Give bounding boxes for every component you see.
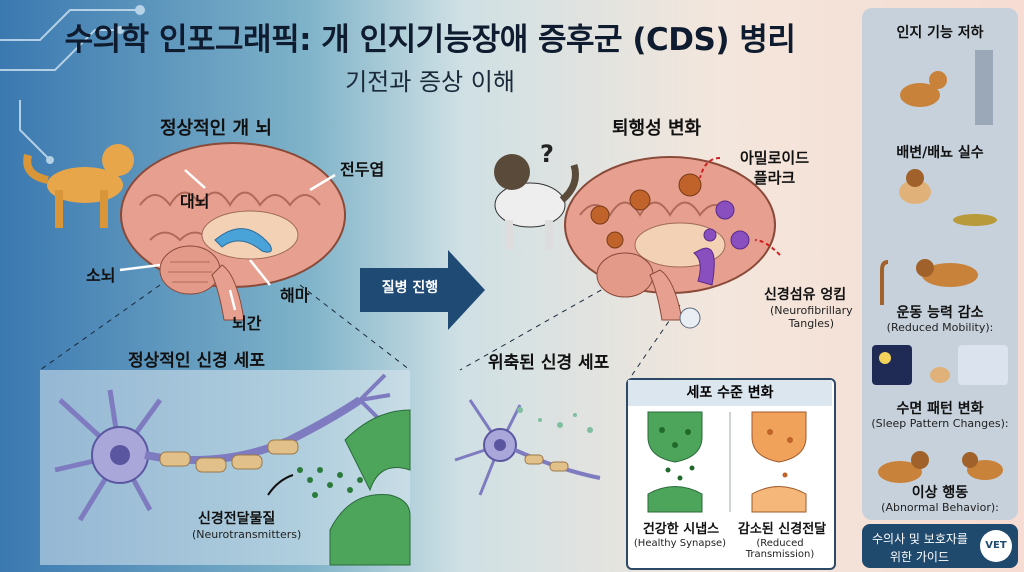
page-title: 수의학 인포그래픽: 개 인지기능장애 증후군 (CDS) 병리 xyxy=(64,22,796,58)
amyloid-plaque-label: 아밀로이드 플라크 xyxy=(740,149,810,187)
label-hippocampus: 해마 xyxy=(280,286,310,305)
degenerative-brain xyxy=(564,156,781,329)
progression-label: 질병 진행 xyxy=(381,280,439,296)
page-subtitle: 기전과 증상 이해 xyxy=(345,68,515,96)
cellular-change-box xyxy=(626,378,836,570)
symptom-sleep-change: 수면 패턴 변화 xyxy=(896,401,984,417)
footer-line-2: 위한 가이드 xyxy=(890,550,950,564)
confused-dog-illustration xyxy=(494,154,579,250)
golden-dog-illustration xyxy=(23,144,134,228)
guide-footer: 수의사 및 보호자를 위한 가이드 VET xyxy=(862,524,1018,568)
atrophied-neuron-heading: 위축된 신경 세포 xyxy=(488,353,610,373)
symptom-abnormal-behavior-en: (Abnormal Behavior): xyxy=(881,501,999,514)
normal-neuron-heading: 정상적인 신경 세포 xyxy=(128,351,265,371)
vet-badge-icon: VET xyxy=(980,530,1012,562)
healthy-synapse-label-en: (Healthy Synapse) xyxy=(633,538,727,549)
progression-arrow xyxy=(360,250,485,330)
question-mark-icon: ? xyxy=(540,140,554,168)
tangles-label: 신경섬유 엉킴 xyxy=(764,287,847,303)
footer-line-1: 수의사 및 보호자를 xyxy=(872,532,968,546)
symptoms-sidebar xyxy=(862,8,1018,520)
neurotransmitters-label-en: (Neurotransmitters) xyxy=(192,528,302,541)
healthy-synapse-label: 건강한 시냅스 xyxy=(642,522,720,537)
normal-brain xyxy=(120,142,346,321)
tangles-label-en: (Neurofibrillary Tangles) xyxy=(770,304,853,330)
label-arrows xyxy=(119,169,336,311)
label-cerebrum: 대뇌 xyxy=(180,192,210,211)
atrophied-neuron xyxy=(454,399,601,496)
green-synapse xyxy=(267,409,411,566)
healthy-neuron xyxy=(54,373,391,522)
symptom-cognitive-decline: 인지 기능 저하 xyxy=(896,25,984,41)
symptom-reduced-mobility-en: (Reduced Mobility): xyxy=(886,321,994,334)
symptom-sleep-change-en: (Sleep Pattern Changes): xyxy=(871,417,1009,430)
reduced-transmission-label-en: (Reduced Transmission) xyxy=(745,538,815,560)
normal-brain-heading: 정상적인 개 뇌 xyxy=(160,118,272,139)
degenerative-heading: 퇴행성 변화 xyxy=(612,118,702,139)
circuit-decoration xyxy=(0,5,145,164)
reduced-transmission-label: 감소된 신경전달 xyxy=(737,522,827,537)
symptom-house-soiling: 배변/배뇨 실수 xyxy=(896,145,984,161)
neurotransmitters-label: 신경전달물질 xyxy=(198,511,276,527)
symptom-abnormal-behavior: 이상 행동 xyxy=(911,485,969,501)
label-brainstem: 뇌간 xyxy=(232,314,262,333)
label-cerebellum: 소뇌 xyxy=(86,266,116,285)
symptom-reduced-mobility: 운동 능력 감소 xyxy=(896,305,984,321)
cellular-change-heading: 세포 수준 변화 xyxy=(628,380,832,406)
label-frontal-lobe: 전두엽 xyxy=(340,160,385,179)
